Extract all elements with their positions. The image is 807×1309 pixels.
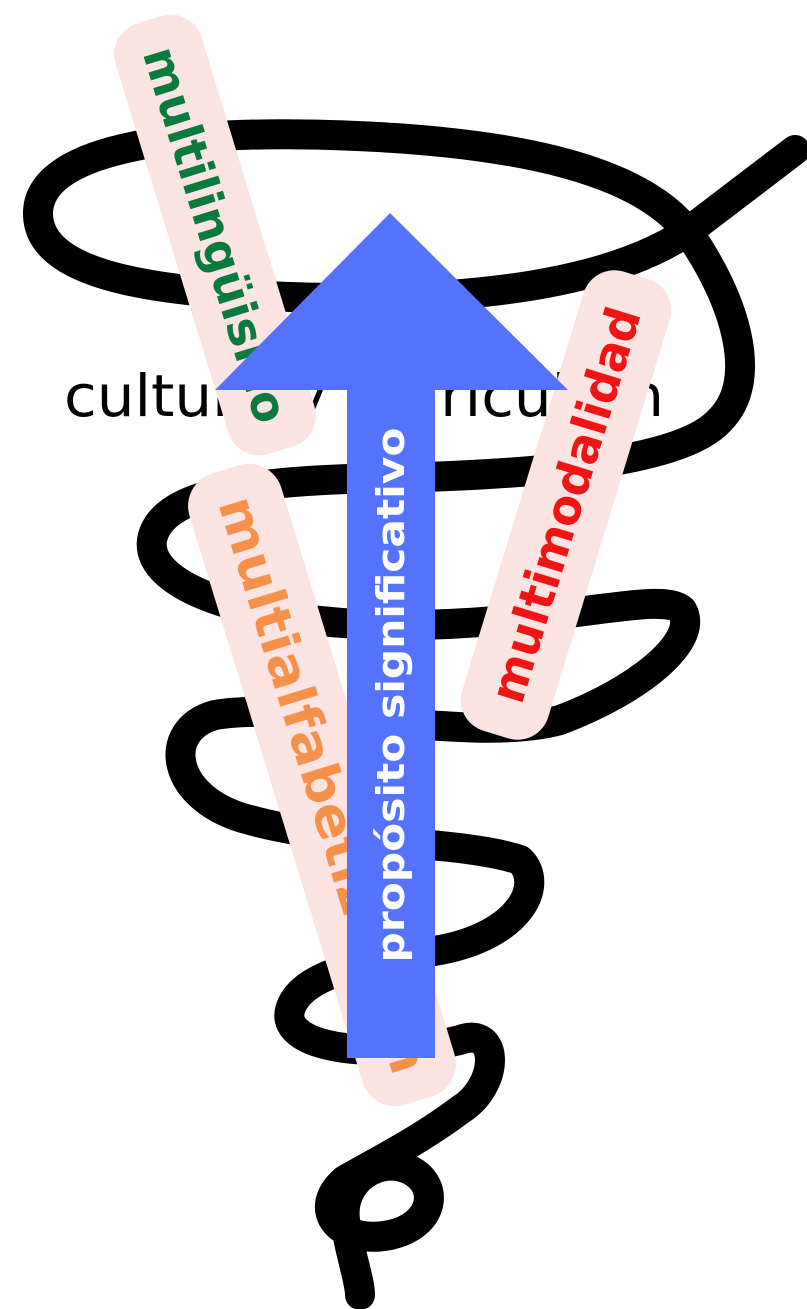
purpose-arrow: propósito significativo [215, 213, 568, 1058]
purpose-label: propósito significativo [369, 428, 413, 963]
spiral-line [23, 119, 807, 1309]
multimodalidad-pill [460, 270, 672, 740]
arrow-body [215, 213, 568, 1058]
